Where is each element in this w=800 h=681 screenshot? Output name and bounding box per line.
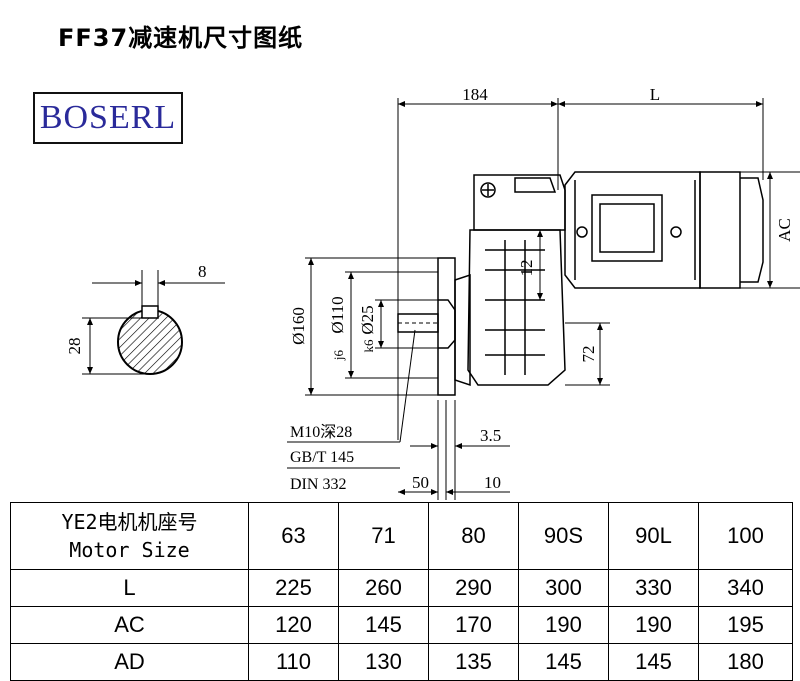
size-cell: 100 — [698, 502, 793, 570]
shaft-section — [82, 270, 225, 375]
gearbox-drawing: 8 28 184 L AC — [65, 85, 800, 500]
table-header-label: YE2电机机座号 Motor Size — [10, 502, 249, 570]
row-label: L — [10, 569, 249, 607]
table-cell: 145 — [608, 643, 699, 681]
table-cell: 330 — [608, 569, 699, 607]
table-row: AD 110 130 135 145 145 180 — [10, 643, 793, 681]
table-cell: 135 — [428, 643, 519, 681]
size-cell: 63 — [248, 502, 339, 570]
header-en: Motor Size — [69, 538, 190, 562]
table-cell: 290 — [428, 569, 519, 607]
table-cell: 130 — [338, 643, 429, 681]
dim-L: L — [650, 85, 660, 104]
table-cell: 195 — [698, 606, 793, 644]
table-row: L 225 260 290 300 330 340 — [10, 569, 793, 607]
table-cell: 300 — [518, 569, 609, 607]
dim-dia-160: Ø160 — [289, 307, 308, 345]
dim-key-width: 8 — [198, 262, 207, 281]
row-label: AC — [10, 606, 249, 644]
table-cell: 170 — [428, 606, 519, 644]
table-cell: 180 — [698, 643, 793, 681]
table-cell: 145 — [338, 606, 429, 644]
size-cell: 90L — [608, 502, 699, 570]
dim-dia-25: Ø25 — [358, 305, 377, 334]
size-cell: 80 — [428, 502, 519, 570]
table-cell: 190 — [518, 606, 609, 644]
dim-key-height: 28 — [65, 338, 84, 355]
motor-size-table: YE2电机机座号 Motor Size 63 71 80 90S 90L 100… — [10, 502, 793, 681]
size-cell: 71 — [338, 502, 429, 570]
dim-3-5: 3.5 — [480, 426, 501, 445]
table-cell: 120 — [248, 606, 339, 644]
page-title: FF37减速机尺寸图纸 — [58, 24, 304, 52]
dim-dia-110-tolerance: j6 — [331, 349, 346, 361]
table-cell: 190 — [608, 606, 699, 644]
note-thread: M10深28 — [290, 423, 352, 441]
table-cell: 145 — [518, 643, 609, 681]
table-header-row: YE2电机机座号 Motor Size 63 71 80 90S 90L 100 — [10, 502, 793, 570]
dim-50: 50 — [412, 473, 429, 492]
note-gbt: GB/T 145 — [290, 449, 354, 466]
motor — [564, 171, 764, 289]
dim-12: 12 — [517, 260, 536, 277]
dim-dia-25-tolerance: k6 — [361, 339, 376, 353]
table-row: AC 120 145 170 190 190 195 — [10, 606, 793, 644]
note-din: DIN 332 — [290, 476, 346, 493]
table-cell: 340 — [698, 569, 793, 607]
dim-72: 72 — [579, 346, 598, 363]
dim-10: 10 — [484, 473, 501, 492]
dim-dia-110: Ø110 — [328, 296, 347, 333]
dim-AC: AC — [775, 218, 794, 242]
dim-184: 184 — [462, 85, 488, 104]
header-cn: YE2电机机座号 — [61, 510, 198, 534]
size-cell: 90S — [518, 502, 609, 570]
table-cell: 260 — [338, 569, 429, 607]
brand-logo: BOSERL — [33, 92, 183, 144]
table-cell: 225 — [248, 569, 339, 607]
table-cell: 110 — [248, 643, 339, 681]
row-label: AD — [10, 643, 249, 681]
